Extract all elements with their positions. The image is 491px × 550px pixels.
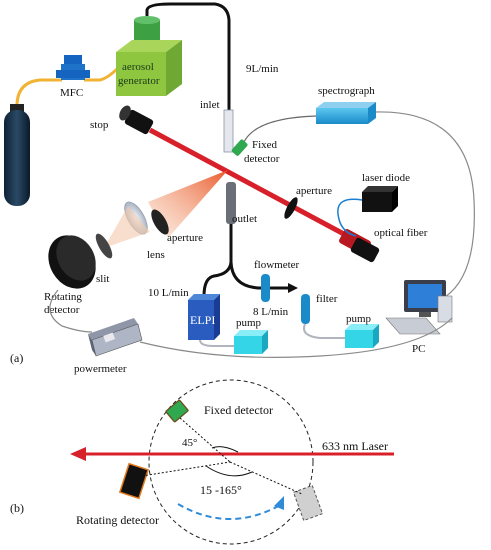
elpi-label: ELPI (190, 313, 215, 327)
laser-diode-icon (362, 186, 398, 212)
flowmeter-label: flowmeter (254, 259, 300, 271)
flow-10-label: 10 L/min (148, 287, 189, 299)
mfc-valve-icon (56, 55, 90, 80)
panel-b-label: (b) (10, 501, 24, 515)
optical-fiber (337, 198, 363, 237)
elpi-pump-tube (199, 339, 234, 347)
aperture-right-icon (284, 197, 298, 219)
aerosol-generator-label-1: aerosol (122, 61, 154, 73)
aperture-left-label: aperture (167, 232, 203, 244)
outlet-tube-elpi (202, 224, 233, 297)
stop-label: stop (90, 119, 109, 131)
flowmeter-icon (261, 274, 270, 302)
b-rotating-detector-icon (118, 462, 150, 500)
b-fixed-detector-icon (165, 399, 189, 423)
powermeter-icon (88, 318, 143, 357)
rotating-detector-label-2: detector (44, 304, 80, 316)
spectrograph-label: spectrograph (318, 85, 375, 97)
laser-head-icon (339, 228, 380, 263)
lens-label: lens (147, 249, 165, 261)
scatter-cone (148, 170, 228, 238)
spectrograph-fiber (243, 115, 317, 143)
slit-icon (95, 233, 113, 259)
panel-a-label: (a) (10, 351, 23, 365)
b-laser-label: 633 nm Laser (322, 439, 388, 453)
flow-arrow (288, 283, 298, 293)
filter-label: filter (316, 293, 338, 305)
outlet-tube-flowmeter (229, 261, 290, 290)
fixed-detector-label-2: detector (244, 153, 280, 165)
flow-8-label: 8 L/min (253, 306, 289, 318)
gas-tube-2 (84, 66, 120, 82)
gas-tube (15, 78, 62, 105)
aerosol-generator-label-2: generator (118, 75, 160, 87)
slit-label: slit (96, 273, 109, 285)
pc-label: PC (412, 343, 425, 355)
inlet-nozzle (223, 109, 234, 153)
fixed-detector-label-1: Fixed (252, 139, 278, 151)
powermeter-pc-cable (139, 317, 453, 358)
inlet-label: inlet (200, 99, 220, 111)
optical-fiber-label: optical fiber (374, 227, 428, 239)
pump-right-icon (345, 324, 379, 348)
b-angle-45-label: 45° (182, 437, 197, 449)
b-end-position-line (229, 461, 303, 495)
laser-beam (148, 127, 357, 243)
fixed-detector-icon (231, 139, 248, 156)
b-fixed-detector-line (179, 417, 231, 463)
outlet-label: outlet (232, 213, 257, 225)
rotating-detector-label-1: Rotating (44, 291, 82, 303)
flow-9-label: 9L/min (246, 63, 279, 75)
pump-left-label: pump (236, 317, 262, 329)
b-detector-end-position (292, 484, 324, 522)
spectrograph-icon (316, 102, 376, 124)
aerosol-tube (145, 2, 231, 110)
b-angle-range-label: 15 -165° (200, 483, 242, 497)
computer-icon (385, 280, 453, 335)
b-angle-arc-range (205, 465, 253, 477)
aerosol-generator-icon (116, 16, 182, 96)
filter-pump-tube (303, 323, 345, 339)
laser-diode-label: laser diode (362, 172, 410, 184)
pump-left-icon (234, 330, 268, 354)
b-rotating-detector-line (141, 461, 231, 477)
spectrograph-pc-cable (375, 111, 475, 301)
pump-right-label: pump (346, 313, 372, 325)
outlet-tube (226, 182, 236, 224)
rotation-circle (148, 379, 314, 545)
b-rotating-detector-label: Rotating detector (76, 513, 159, 527)
gas-cylinder-icon (4, 104, 30, 206)
detector-powermeter-cable (49, 289, 93, 333)
mfc-label: MFC (60, 87, 83, 99)
b-angle-arc-45 (211, 446, 239, 453)
b-fixed-detector-label: Fixed detector (204, 403, 273, 417)
b-rotation-arrowhead (274, 496, 284, 510)
b-rotation-arrow (177, 503, 283, 520)
aperture-left-icon (151, 209, 169, 235)
beam-stop-icon (119, 105, 154, 135)
aperture-right-label: aperture (296, 185, 332, 197)
rotating-detector-icon (48, 235, 96, 289)
powermeter-label: powermeter (74, 363, 127, 375)
elpi-icon (188, 294, 220, 340)
filter-icon (301, 294, 310, 324)
b-laser-arrowhead (70, 447, 86, 461)
focus-cone (104, 206, 150, 248)
